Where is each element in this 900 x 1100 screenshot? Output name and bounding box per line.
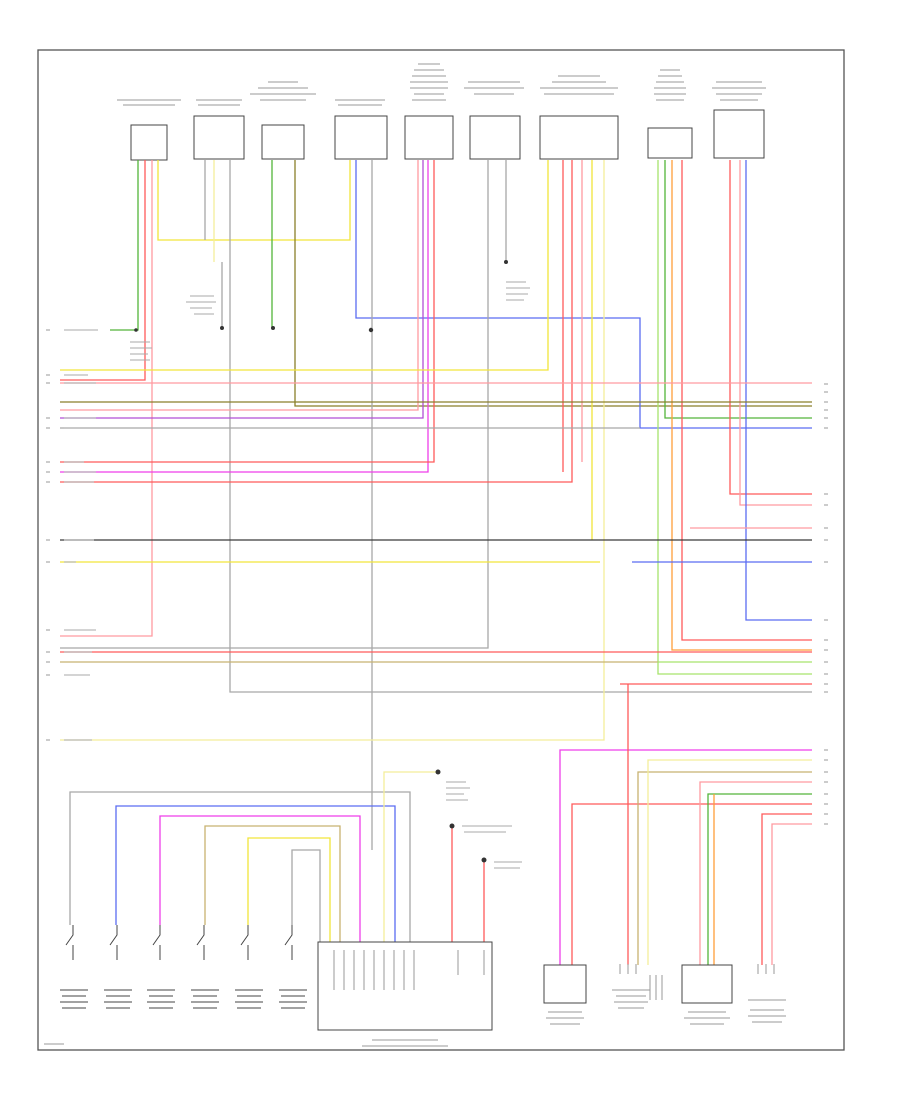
splice-notes (130, 281, 530, 869)
top-label-marks (117, 63, 766, 106)
wire-purple (60, 160, 424, 419)
injector-3[interactable] (147, 925, 175, 1009)
wire-pink (771, 823, 812, 965)
diagram-frame (37, 49, 845, 1051)
left-wire-label-marks (64, 329, 98, 741)
wire-paleyellow (60, 160, 605, 741)
wire-gray (229, 160, 812, 693)
sensor-bottom-3[interactable] (681, 964, 733, 1004)
sensor-top-3[interactable] (261, 124, 305, 160)
sensor-top-4[interactable] (334, 115, 388, 160)
injector-5[interactable] (235, 925, 263, 1009)
wire-tan (637, 771, 812, 965)
module-top-8[interactable] (647, 127, 693, 159)
ecm-block[interactable] (317, 941, 493, 1047)
wire-paleyellow (647, 759, 812, 965)
left-connector-marks (46, 329, 50, 741)
splice-dots (134, 260, 508, 863)
module-top-7[interactable] (539, 115, 619, 160)
wire-magenta (60, 160, 429, 473)
wire-red (60, 160, 146, 381)
sensor-top-1[interactable] (130, 124, 168, 161)
wire-pink (699, 781, 812, 965)
injector-4[interactable] (191, 925, 219, 1009)
injector-6[interactable] (279, 925, 307, 1009)
sensor-bottom-2[interactable] (612, 964, 650, 1009)
right-connector-marks (824, 383, 828, 825)
wire-yellow (247, 837, 331, 942)
wire-gray (291, 849, 321, 942)
wire-gray (60, 160, 489, 649)
wire-pink (60, 160, 153, 637)
wire-orange (671, 160, 812, 651)
module-top-6[interactable] (469, 115, 521, 160)
wire-pink (60, 160, 419, 411)
sensor-top-2[interactable] (193, 115, 245, 160)
wire-red (60, 160, 435, 463)
wire-gray (69, 791, 411, 942)
sensor-bottom-4[interactable] (748, 964, 786, 1023)
bottom-sensors (543, 964, 786, 1025)
wire-red (60, 160, 573, 483)
top-components (130, 109, 765, 161)
wire-red (571, 803, 812, 965)
wire-yellow (157, 160, 351, 241)
wire-red (729, 160, 812, 495)
injector-2[interactable] (104, 925, 132, 1009)
wire-green (110, 160, 139, 331)
wire-green (664, 160, 812, 419)
wires (60, 160, 812, 965)
injector-1[interactable] (60, 925, 88, 1009)
engine-control-module[interactable] (317, 941, 493, 1031)
wire-blue (115, 805, 396, 942)
module-top-5[interactable] (404, 115, 454, 160)
wire-green (707, 793, 812, 965)
wire-pink (739, 160, 812, 506)
sensor-top-9[interactable] (713, 109, 765, 159)
wire-magenta (559, 749, 812, 965)
wire-red (681, 160, 812, 641)
wire-paleyellow (383, 771, 438, 942)
wire-yellow (60, 160, 549, 371)
wire-lightgreen (657, 662, 812, 675)
wire-red (761, 813, 812, 965)
wire-magenta (159, 815, 361, 942)
injectors (60, 925, 307, 1009)
sensor-bottom-1[interactable] (543, 964, 587, 1004)
wire-blue (745, 160, 812, 621)
wire-tan (204, 825, 341, 942)
wire-blue (355, 160, 812, 429)
wire-lightgreen (657, 160, 812, 663)
